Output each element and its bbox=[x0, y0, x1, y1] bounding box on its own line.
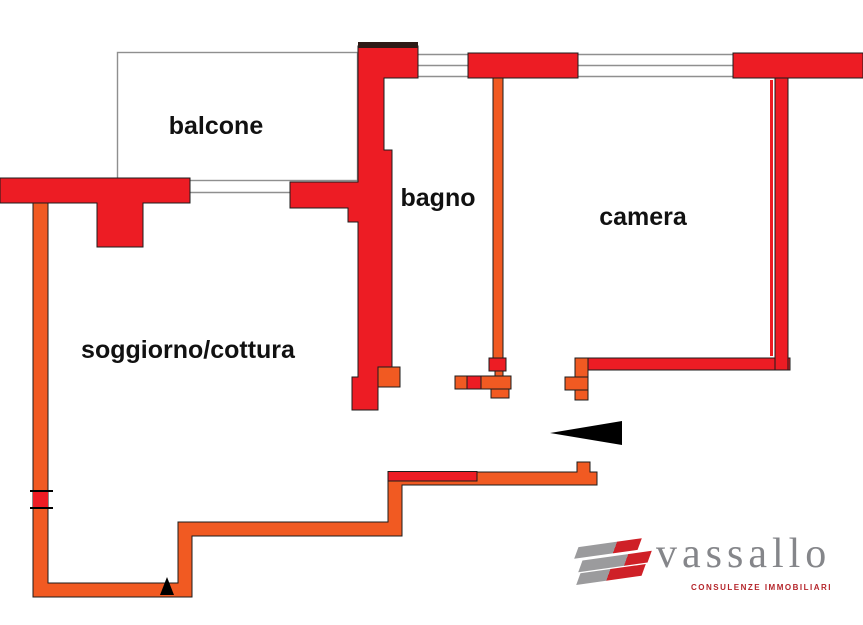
wall-bagno-left bbox=[289, 45, 419, 411]
room-label-camera: camera bbox=[599, 203, 687, 231]
room-label-soggiorno: soggiorno/cottura bbox=[81, 336, 295, 364]
entrance-arrow-icon bbox=[550, 421, 622, 445]
agency-logo: vassallo CONSULENZE IMMOBILIARI bbox=[570, 531, 840, 601]
wall-top-left bbox=[0, 177, 191, 248]
room-label-balcone: balcone bbox=[168, 112, 264, 140]
wall-camera-right-inner-line bbox=[770, 80, 773, 356]
wall-step-orange bbox=[377, 366, 401, 388]
wall-entry-red-cap bbox=[387, 471, 478, 482]
window-marker bbox=[30, 490, 53, 509]
wall-bagno-right bbox=[454, 77, 512, 399]
wall-camera-bottom bbox=[574, 357, 791, 371]
room-label-bagno: bagno bbox=[400, 184, 476, 212]
wall-soggiorno-perimeter bbox=[32, 202, 598, 598]
logo-brand-text: vassallo bbox=[656, 531, 832, 577]
wall-camera-right bbox=[774, 77, 789, 371]
logo-tagline-text: CONSULENZE IMMOBILIARI bbox=[691, 583, 832, 592]
wall-cap-dark bbox=[358, 42, 418, 48]
wall-entry-jamb bbox=[564, 357, 589, 401]
wall-top-camera-left bbox=[467, 52, 579, 79]
door-marker-icon bbox=[160, 577, 174, 595]
wall-top-right bbox=[732, 52, 863, 79]
